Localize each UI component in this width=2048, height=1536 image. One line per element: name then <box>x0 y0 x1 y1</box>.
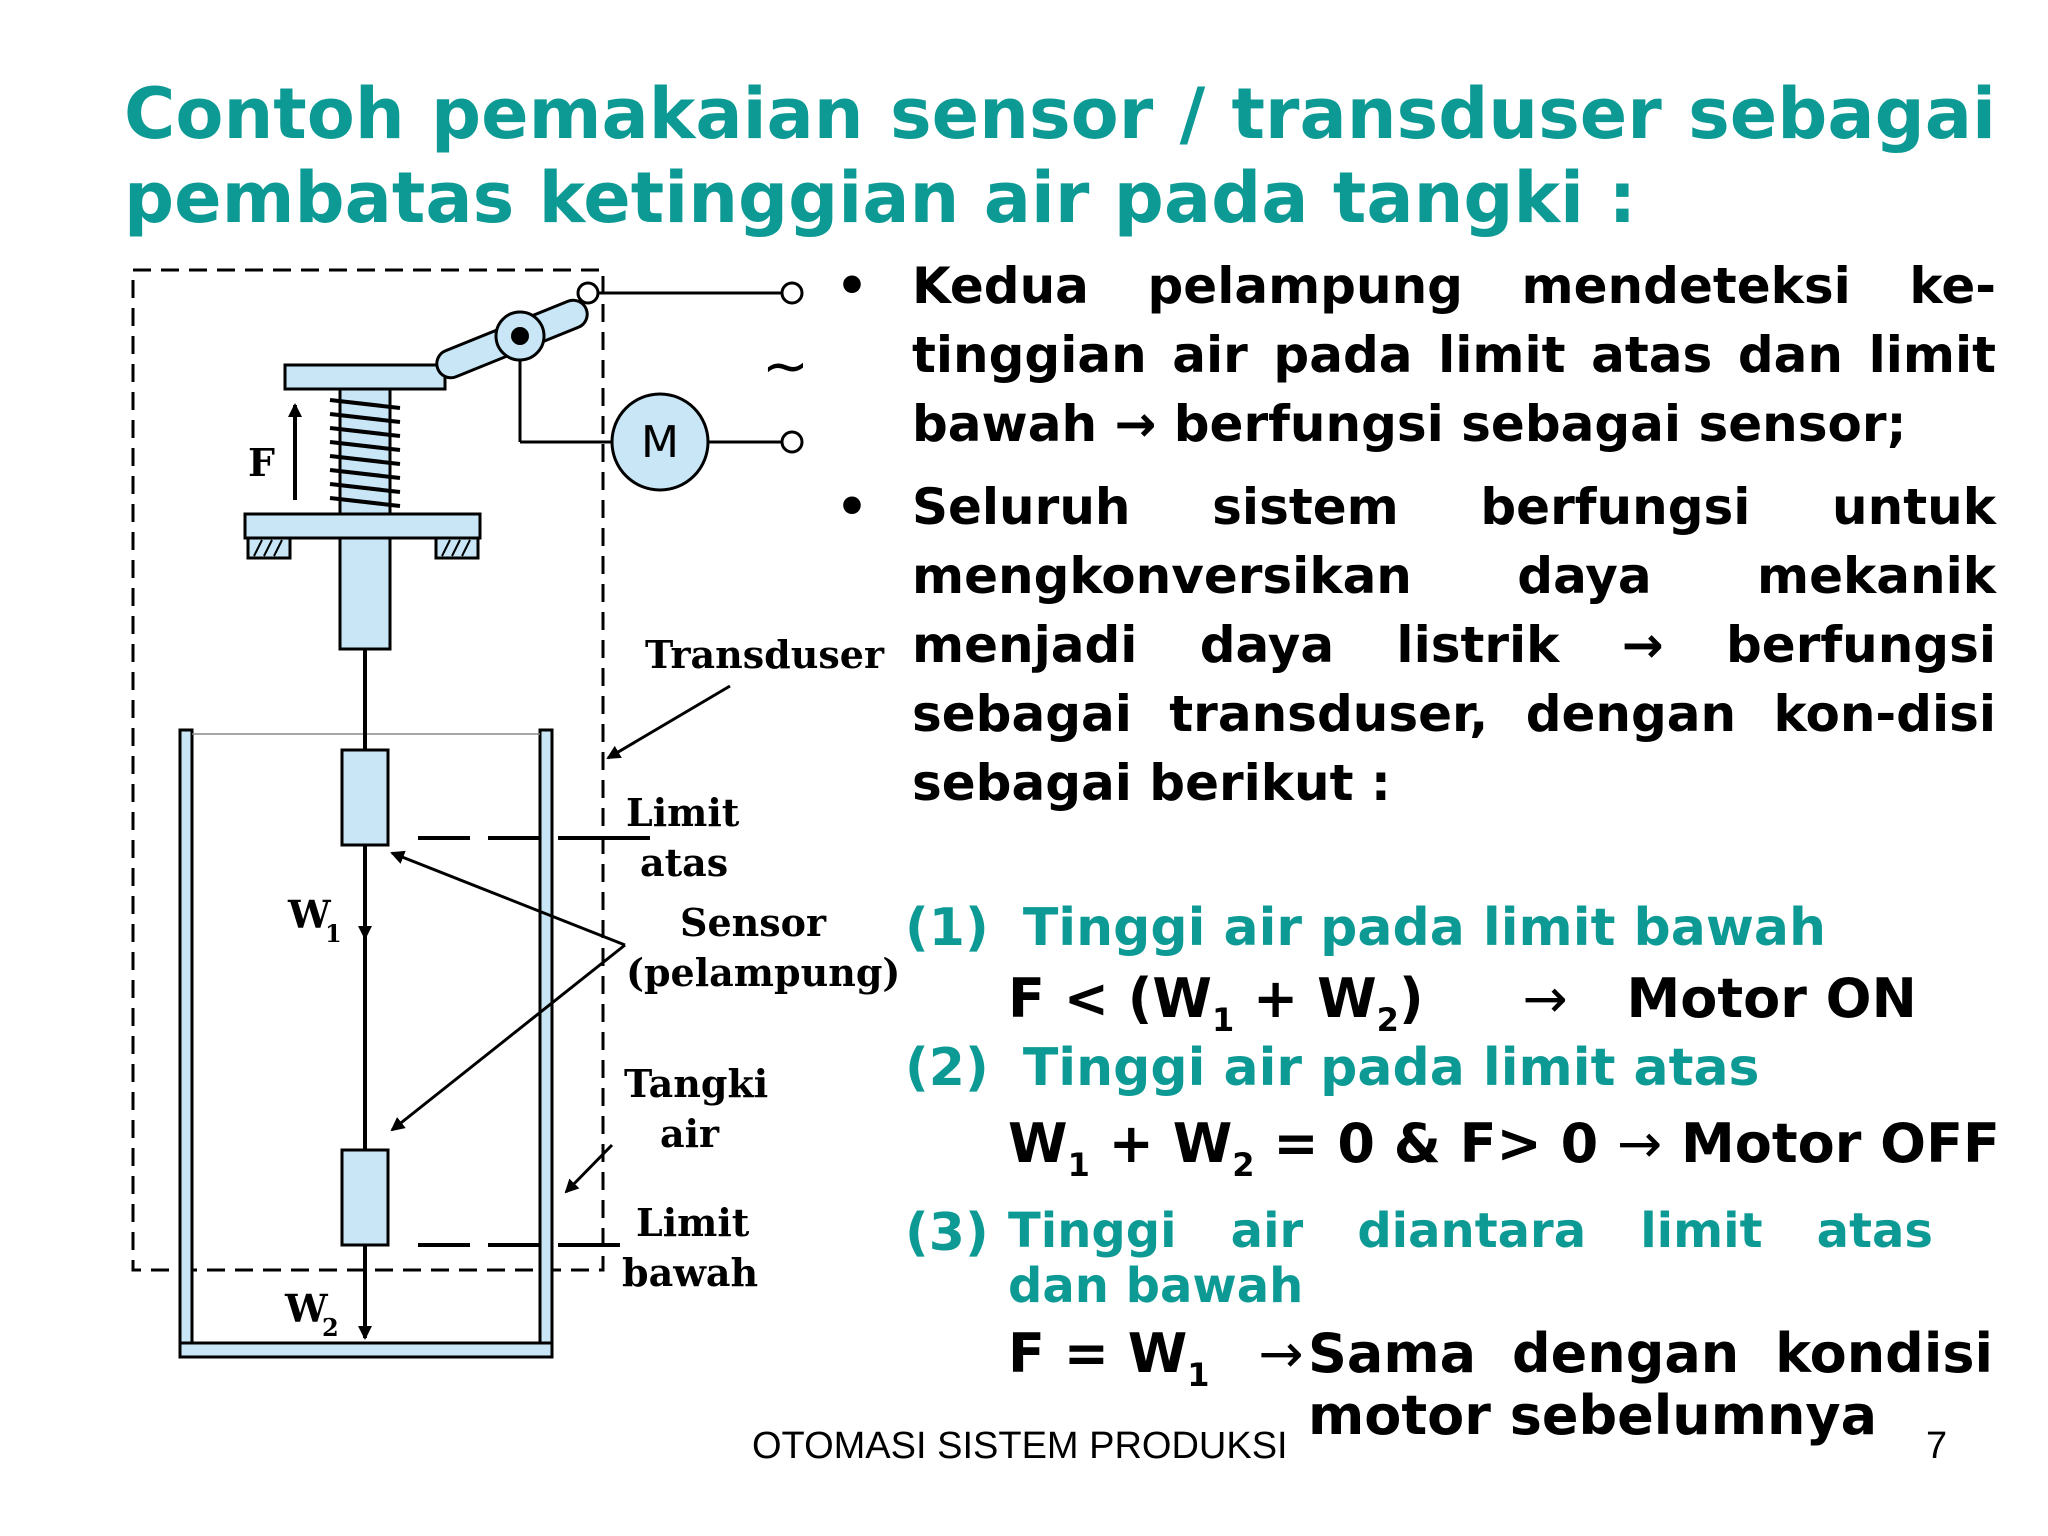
sensor-label-1: Sensor <box>680 900 827 945</box>
arrow-icon: → <box>1616 1112 1663 1175</box>
eq-subscript: 2 <box>1232 1146 1255 1184</box>
condition-number: (1) <box>905 898 989 958</box>
eq-subscript: 1 <box>1067 1146 1090 1184</box>
title-word: / <box>1179 73 1206 155</box>
force-label: F <box>248 440 275 485</box>
arrow-icon: → <box>1522 967 1568 1030</box>
lever-switch <box>435 281 804 492</box>
bullet-text: Seluruh sistem berfungsi untuk mengkonve… <box>912 478 1996 812</box>
tangki-pointer <box>564 1143 614 1194</box>
condition-3-label-line-2: dan bawah <box>1008 1258 1304 1314</box>
bullet-list: • Kedua pelampung mendeteksi ke-tinggian… <box>836 252 1996 818</box>
w1-label: W <box>287 892 332 937</box>
eq-subscript: 2 <box>1376 1001 1399 1039</box>
footer-title: OTOMASI SISTEM PRODUKSI <box>752 1425 1288 1467</box>
result-text: Motor ON <box>1626 967 1917 1030</box>
sensor-pointer-upper <box>390 850 626 947</box>
eq-part: W <box>1008 1112 1068 1175</box>
condition-3-result: Sama dengan kondisi <box>1308 1322 1993 1385</box>
float-upper <box>340 748 390 847</box>
result-word: kondisi <box>1775 1322 1993 1385</box>
condition-number: (3) <box>905 1203 989 1263</box>
label-word: limit <box>1640 1203 1763 1259</box>
tangki-label-1: Tangki <box>624 1061 768 1106</box>
condition-3-result-line-2: motor sebelumnya <box>1308 1384 1878 1447</box>
limit-bawah-label-1: Limit <box>636 1200 750 1245</box>
limit-atas-label-1: Limit <box>626 790 740 835</box>
w2-label: W <box>284 1286 329 1331</box>
motor-label: M <box>641 417 679 468</box>
w1-subscript: 1 <box>325 919 342 948</box>
ac-symbol: ~ <box>762 334 809 399</box>
eq-part: F = W <box>1008 1322 1188 1385</box>
label-word: air <box>1230 1203 1304 1259</box>
bullet-marker: • <box>836 257 868 315</box>
eq-subscript: 1 <box>1187 1356 1210 1394</box>
title-word: Contoh <box>124 73 405 155</box>
condition-label: Tinggi air pada limit atas <box>1022 1038 1760 1098</box>
bullet-text: Kedua pelampung mendeteksi ke-tinggian a… <box>912 257 1996 453</box>
title-word: sebagai <box>1688 73 1996 155</box>
eq-part: + W <box>1089 1112 1233 1175</box>
sensor-label-2: (pelampung) <box>626 950 900 995</box>
condition-3-equation: F = W1 → <box>1008 1322 1304 1394</box>
title-word: transduser <box>1231 73 1662 155</box>
float-lower <box>340 1148 390 1247</box>
condition-1-equation: F < (W1 + W2) → Motor ON <box>1008 967 1917 1039</box>
page-number: 7 <box>1926 1425 1948 1467</box>
float-mechanism <box>243 363 482 1340</box>
title-word: pemakaian <box>431 73 864 155</box>
title-line-2: pembatas ketinggian air pada tangki : <box>124 157 1637 239</box>
result-word: dengan <box>1511 1322 1740 1385</box>
transducer-boundary <box>131 268 605 1272</box>
condition-3-label: Tinggi air diantara limit atas <box>1008 1203 1933 1259</box>
bullet-item: • Kedua pelampung mendeteksi ke-tinggian… <box>836 252 1996 459</box>
eq-part: + W <box>1234 967 1377 1030</box>
arrow-icon: → <box>1258 1322 1304 1385</box>
limit-bawah-label-2: bawah <box>622 1250 758 1295</box>
label-word: diantara <box>1357 1203 1587 1259</box>
bullet-item: • Seluruh sistem berfungsi untuk mengkon… <box>836 473 1996 818</box>
tangki-label-2: air <box>660 1111 720 1156</box>
result-text: Motor OFF <box>1662 1112 2000 1175</box>
eq-subscript: 1 <box>1211 1001 1235 1039</box>
slide-title: Contoh pemakaian sensor / transduser seb… <box>124 72 1996 240</box>
condition-number: (2) <box>905 1038 989 1098</box>
bullet-marker: • <box>836 478 868 536</box>
limit-lines <box>418 836 650 1247</box>
w2-subscript: 2 <box>322 1313 339 1342</box>
condition-2-equation: W1 + W2 = 0 & F> 0 → Motor OFF <box>1008 1112 2000 1184</box>
result-word: Sama <box>1308 1322 1477 1385</box>
label-word: atas <box>1816 1203 1933 1259</box>
condition-1: (1) Tinggi air pada limit bawah <box>905 898 1826 958</box>
condition-2: (2) Tinggi air pada limit atas <box>905 1038 1760 1098</box>
condition-3-number: (3) <box>905 1203 989 1263</box>
transduser-label: Transduser <box>645 632 885 677</box>
transduser-pointer <box>606 684 731 760</box>
sensor-pointer-lower <box>390 943 626 1132</box>
eq-part: F < (W <box>1008 967 1212 1030</box>
eq-part: ) <box>1398 967 1424 1030</box>
limit-atas-label-2: atas <box>640 840 728 885</box>
water-tank <box>178 728 554 1359</box>
eq-part: = 0 & F> 0 <box>1254 1112 1617 1175</box>
condition-label: Tinggi air pada limit bawah <box>1022 898 1826 958</box>
label-word: Tinggi <box>1008 1203 1177 1259</box>
title-word: sensor <box>889 73 1154 155</box>
title-line-1: Contoh pemakaian sensor / transduser seb… <box>124 72 1996 156</box>
